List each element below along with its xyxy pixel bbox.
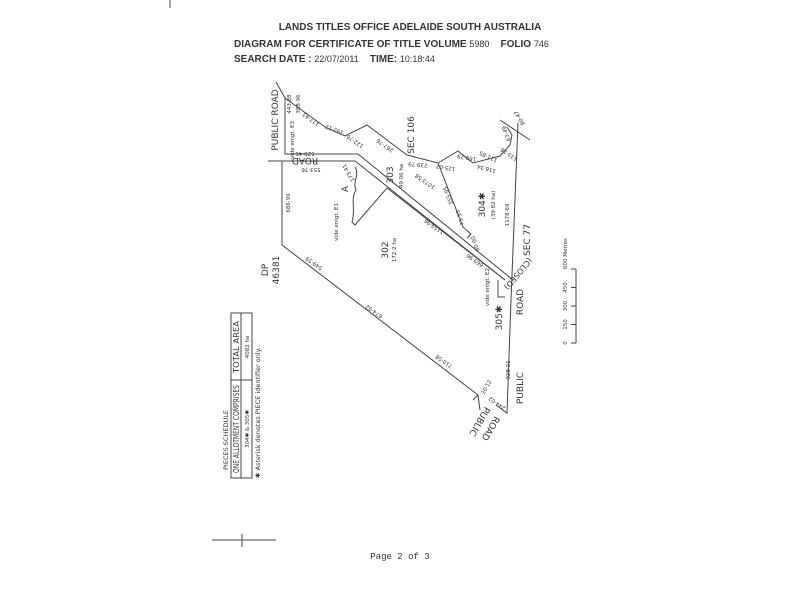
road-corner: [472, 394, 479, 401]
dimension-label: 177·43: [301, 111, 321, 127]
section-label: SEC 77: [523, 224, 533, 256]
folio-value: 746: [533, 39, 549, 49]
northern-boundary: [284, 97, 513, 164]
road-closed-label: (CLOSED): [502, 256, 534, 291]
dimension-label: 133·18: [499, 146, 519, 162]
piece-303-label: 303: [386, 166, 396, 183]
dimension-label: 192·12: [325, 123, 345, 135]
dimension-label: 116·34: [476, 162, 497, 173]
search-date-label: SEARCH DATE :: [234, 54, 312, 65]
dimension-label: 122·76: [345, 133, 365, 149]
enlargement-note: vide enlgt. E3: [290, 121, 296, 159]
schedule-col1-value: 304✱ & 305✱: [244, 410, 251, 448]
piece-303-area: 49·06 ha: [399, 164, 405, 188]
scale-bar: 0 150 300 450 600 Metres: [563, 238, 577, 345]
road-label: PUBLIC ROAD: [271, 89, 281, 150]
dimension-label: 1178·69: [505, 203, 511, 226]
dimension-label: 553·76: [301, 166, 321, 172]
scale-tick-label: 150: [563, 319, 569, 330]
enlargement-note: vide enlgt. E2: [485, 268, 491, 306]
dimension-label: 520·46: [295, 150, 315, 156]
asterisk-note: ✱ Asterisk denotes PIECE identifier only…: [254, 347, 262, 478]
dimension-label: 710·58: [434, 353, 454, 369]
dimension-label: 20·12: [481, 379, 494, 396]
search-date: 22/07/2011: [314, 54, 359, 64]
piece-302-area: 172·2 ha: [392, 238, 398, 262]
diagram-title: DIAGRAM FOR CERTIFICATE OF TITLE VOLUME …: [234, 39, 549, 50]
dimension-label: 75·33: [455, 208, 466, 225]
dimension-label: 1159·96: [423, 217, 445, 235]
piece-304-area: (39·82 ha): [491, 191, 497, 220]
dimension-label: 125·07: [435, 162, 455, 171]
section-label: SEC 106: [407, 116, 417, 154]
folio-label: FOLIO: [500, 39, 532, 50]
volume-value: 5980: [469, 39, 490, 49]
piece-304-label: 304✱: [478, 193, 488, 218]
diagram-label: DIAGRAM FOR CERTIFICATE OF TITLE VOLUME: [234, 39, 467, 50]
dimension-label: 669·96: [465, 252, 485, 268]
enlargement-note: vide enlgt. E1: [334, 203, 340, 241]
dimension-label: 549·59: [304, 255, 324, 271]
road-boundary-north: [275, 81, 514, 281]
pieces-schedule: PIECES SCHEDULE ONE ALLOTMENT COMPRISES …: [222, 312, 262, 479]
dimension-label: 388·96: [296, 94, 302, 114]
schedule-col2-header: TOTAL AREA: [232, 320, 241, 374]
office-title: LANDS TITLES OFFICE ADELAIDE SOUTH AUSTR…: [278, 22, 542, 33]
scale-tick-label: 450: [563, 282, 569, 293]
time-value: 10:18:44: [399, 54, 435, 64]
dimension-label: 355·95: [443, 185, 455, 206]
dimension-label: 239·79: [408, 160, 428, 168]
road-label: ROAD: [516, 289, 526, 315]
dimension-label: 169·29: [456, 152, 476, 161]
dimension-label: 80·00: [470, 234, 481, 251]
scale-tick-label: 0: [563, 341, 569, 345]
road-label: ROAD: [292, 155, 318, 165]
dimension-label: 686·99: [286, 193, 292, 213]
dimension-label: 1073·58: [414, 172, 436, 190]
dp-number: 46381: [272, 256, 282, 285]
piece-302-boundary: [281, 161, 481, 411]
schedule-col1-header: ONE ALLOTMENT COMPRISES: [232, 385, 241, 473]
dimension-label: 173·41: [342, 163, 357, 183]
piece-305-label: 305✱: [495, 306, 505, 331]
time-label: TIME:: [369, 54, 398, 65]
marker-a: A: [341, 185, 351, 192]
dimension-label: 674·92: [365, 303, 384, 319]
scale-tick-label: 300: [563, 300, 569, 311]
dp-label: DP: [261, 263, 271, 276]
piece-305-boundary: [497, 280, 505, 298]
dimension-label: 928·01: [506, 360, 512, 379]
piece-302-label: 302: [381, 241, 391, 258]
piece-304-boundary: [437, 162, 472, 239]
eastern-boundary: [510, 122, 519, 301]
road-label: PUBLIC: [516, 372, 526, 404]
search-info: SEARCH DATE : 22/07/2011 TIME: 10:18:44: [234, 54, 435, 65]
dimension-label: 80·47: [513, 109, 526, 126]
dimension-label: 63·49: [501, 124, 512, 141]
area-a-boundary: [351, 166, 506, 281]
road-boundary-south: [268, 160, 506, 281]
schedule-title: PIECES SCHEDULE: [222, 410, 230, 470]
page-number: Page 2 of 3: [370, 552, 430, 562]
schedule-col2-value: 4082 ha: [245, 336, 251, 359]
corner-mark: [499, 119, 531, 141]
southern-road-boundary: [495, 299, 512, 414]
scale-tick-label: 600 Metres: [563, 238, 569, 269]
dimension-label: 443·88: [287, 94, 293, 114]
